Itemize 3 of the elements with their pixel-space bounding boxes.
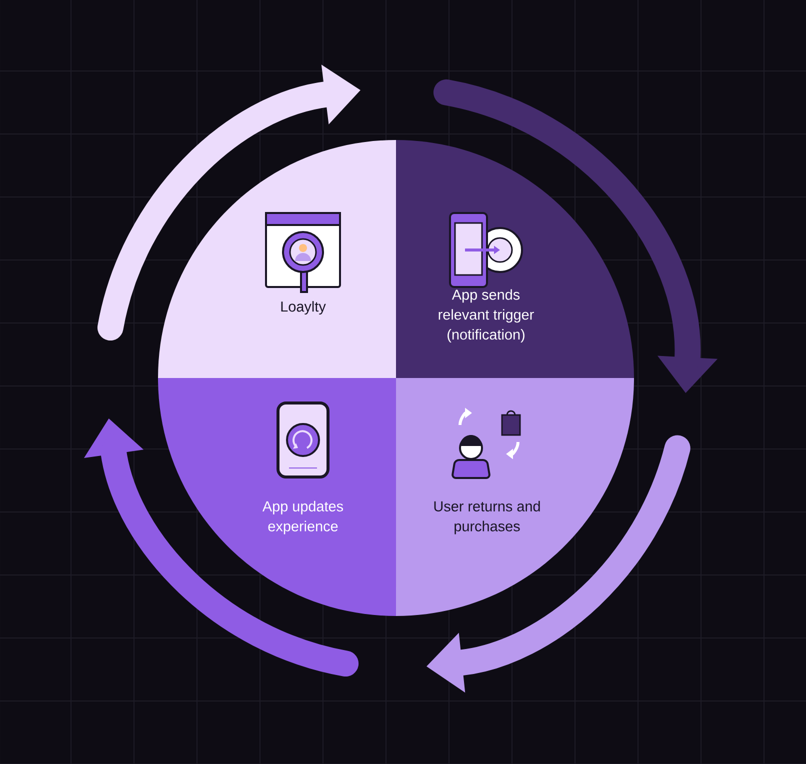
quadrant: App updates experience [158,378,396,616]
quadrant: App sends relevant trigger (notification) [396,140,634,378]
quadrant: User returns and purchases [396,378,634,616]
